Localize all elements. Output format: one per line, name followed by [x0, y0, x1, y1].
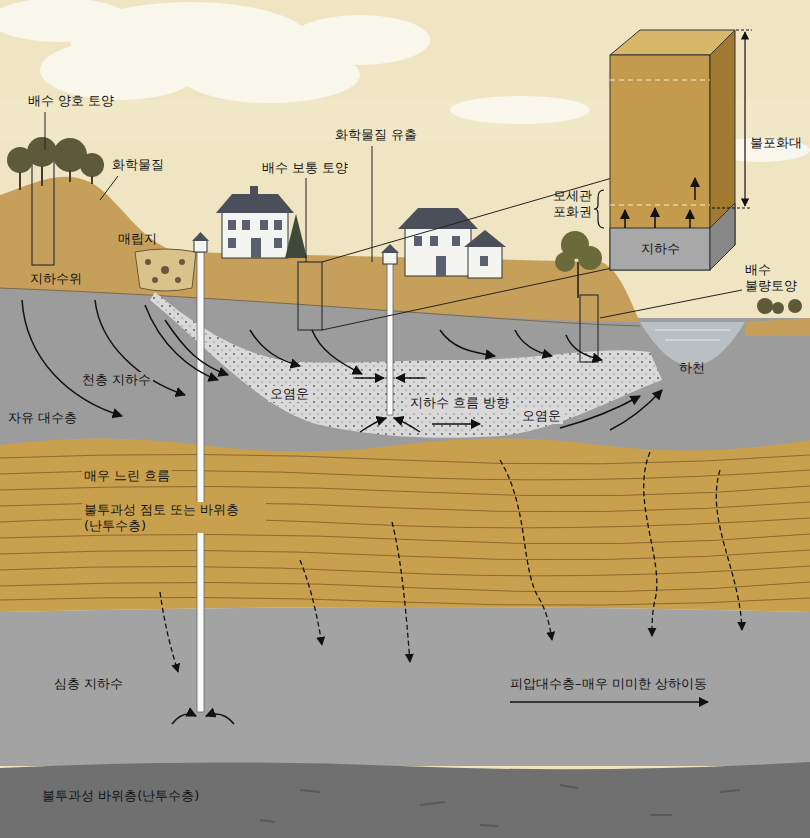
callout-label: 배수 양호 토양: [28, 93, 114, 109]
confined-aquifer: 심층 지하수 피압대수층–매우 미미한 상하이동: [0, 612, 810, 766]
callout-label: 자유 대수층: [6, 410, 79, 426]
callout-label: 오염운: [520, 408, 563, 424]
node-text: 불투과성 점토 또는 바위층(난투수층): [82, 502, 266, 533]
node-text: 모세관 포화권: [553, 188, 597, 219]
aquitard-clay-layer: 매우 느린 흐름불투과성 점토 또는 바위층(난투수층): [0, 440, 810, 612]
callout-label: 화학물질 유출: [335, 127, 417, 143]
groundwater-zone: 지하수: [610, 228, 710, 270]
callout-label: 오염운: [268, 386, 311, 402]
node-text: 지하수: [641, 241, 680, 257]
river: 하천: [673, 357, 711, 379]
callout-label: 지하수 흐름 방향: [408, 395, 511, 411]
bedrock-layer: 불투과성 바위층(난투수층): [0, 766, 810, 838]
callout-label: 천층 지하수: [80, 372, 153, 388]
node-text: 심층 지하수: [52, 676, 125, 692]
node-text: 불포화대: [750, 135, 802, 151]
callout-label: 배수 보통 토양: [262, 160, 348, 176]
callout-label: 지하수위: [28, 271, 84, 287]
node-text: 하천: [679, 360, 705, 376]
node-text: 피압대수층–매우 미미한 상하이동: [508, 676, 709, 692]
callout-label: 배수 불량토양: [745, 262, 803, 293]
callout-label: 화학물질: [112, 157, 164, 173]
callout-label: 매립지: [118, 231, 157, 247]
node-text: 매우 느린 흐름: [82, 468, 172, 484]
node-text: 불투과성 바위층(난투수층): [40, 788, 201, 804]
soil-column-inset: 불포화대모세관 포화권지하수: [610, 55, 710, 270]
